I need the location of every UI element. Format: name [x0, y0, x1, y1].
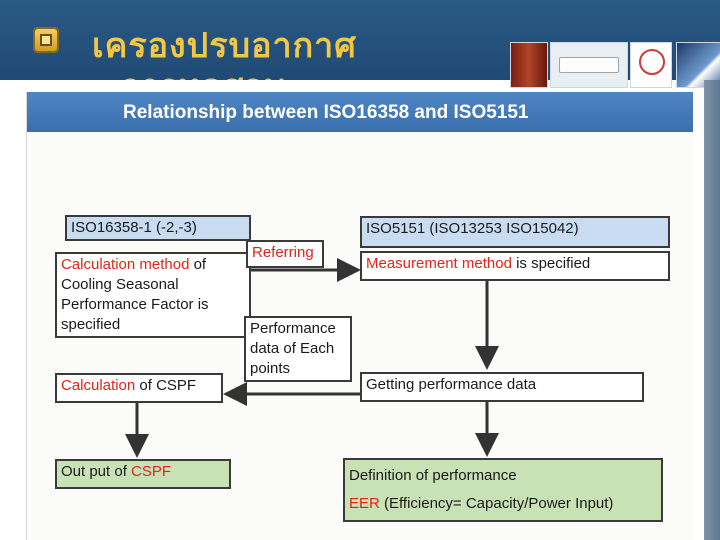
air-conditioner-icon: [550, 42, 628, 88]
refrigerator-icon: [510, 42, 548, 88]
figure-panel: Relationship between ISO16358 and ISO515…: [26, 92, 693, 540]
right-edge-strip: [704, 80, 720, 540]
bullet-icon: [33, 27, 59, 53]
fan-icon: [630, 42, 672, 88]
page-subtitle: การทดสอบ: [120, 62, 285, 80]
flow-arrows: [27, 92, 693, 540]
header-bar: เครองปรบอากาศ การทดสอบ: [0, 0, 720, 80]
